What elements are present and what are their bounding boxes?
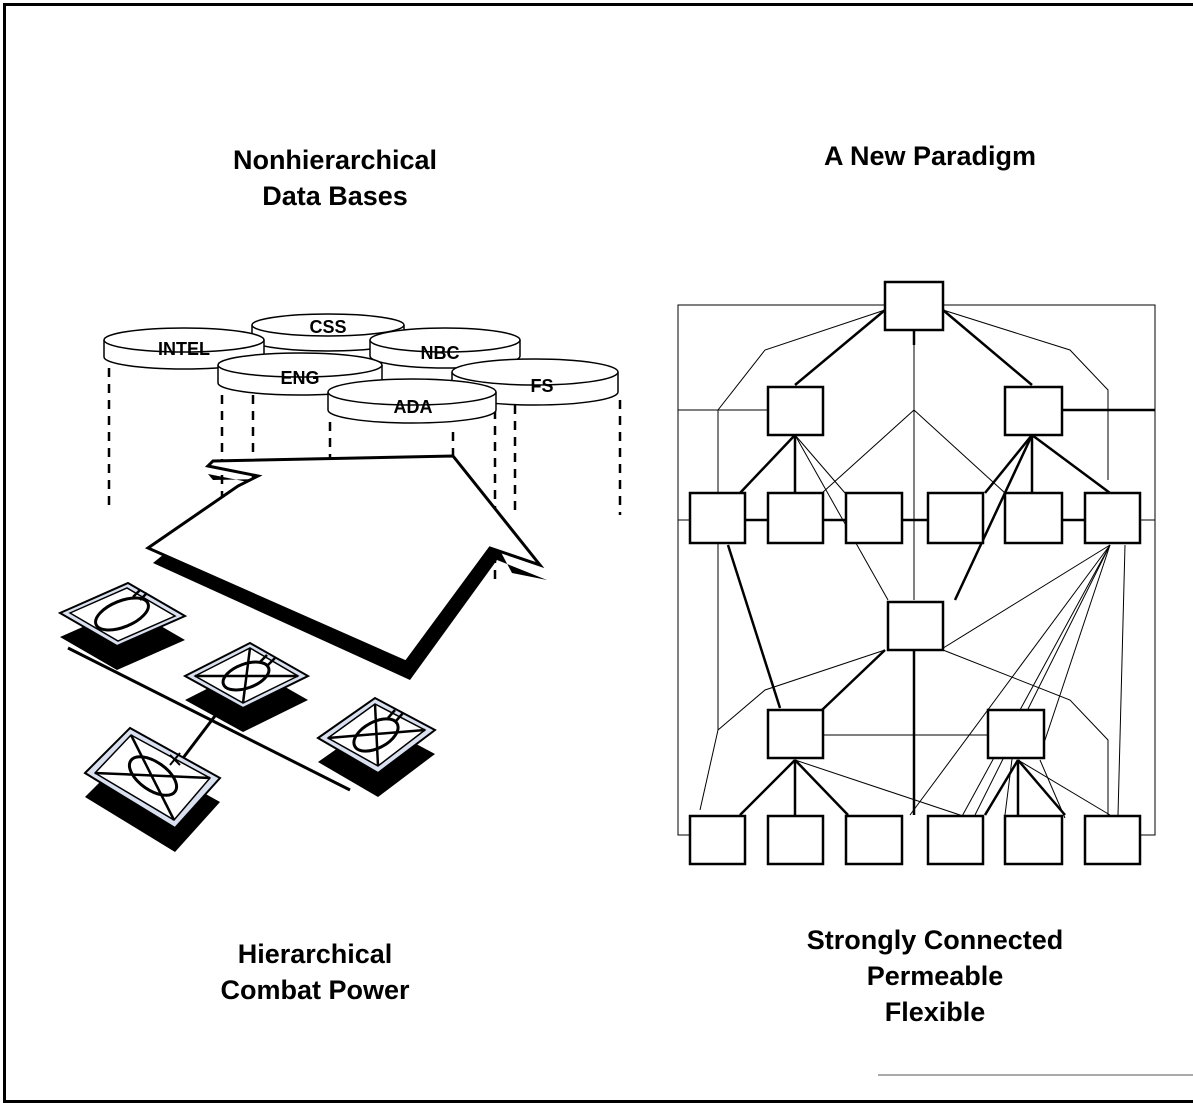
network-node — [1003, 491, 1064, 545]
network-node — [926, 814, 985, 866]
database-label: CSS — [309, 317, 346, 337]
network-node — [986, 708, 1046, 760]
title-line: Data Bases — [262, 181, 408, 211]
title-line: Strongly Connected — [806, 925, 1064, 955]
network-node — [688, 491, 747, 545]
title-hierarchical-combat-power: Hierarchical Combat Power — [160, 936, 470, 1008]
database-label: FS — [530, 376, 553, 396]
network-node — [1003, 814, 1064, 866]
title-line: Flexible — [884, 997, 986, 1027]
title-line: Nonhierarchical — [232, 145, 438, 175]
database-label: NBC — [421, 343, 460, 363]
title-new-paradigm: A New Paradigm — [823, 141, 1037, 171]
unit-right — [316, 696, 437, 797]
title-line: Permeable — [866, 961, 1004, 991]
network-node — [883, 280, 945, 332]
title-line: Combat Power — [220, 975, 410, 1005]
database-label: ENG — [280, 368, 319, 388]
unit-top-left — [57, 581, 188, 670]
unit-bottom-left — [83, 726, 222, 852]
network-node — [1083, 814, 1142, 866]
database-label: ADA — [394, 397, 433, 417]
network-node — [844, 814, 904, 866]
network-node — [926, 491, 985, 545]
network-node — [1083, 491, 1142, 545]
network-outer-lines — [677, 304, 1156, 836]
network-node — [766, 814, 825, 866]
database-label: INTEL — [158, 339, 210, 359]
network-node — [766, 385, 825, 437]
network-nodes — [688, 280, 1142, 866]
title-line: Hierarchical — [237, 939, 393, 969]
database-css: CSS — [251, 313, 405, 352]
network-node — [688, 814, 747, 866]
unit-middle — [182, 641, 311, 732]
network-node — [886, 600, 945, 652]
hierarchy-arrow — [144, 454, 547, 680]
title-nonhierarchical-data-bases: Nonhierarchical Data Bases — [160, 142, 510, 214]
database-ada: ADA — [327, 378, 497, 424]
database-nbc: NBC — [369, 327, 521, 369]
unit-connectors — [67, 646, 351, 792]
network-node — [844, 491, 904, 545]
network-node — [766, 491, 825, 545]
network-node — [766, 708, 825, 760]
network-cross-edges — [717, 409, 1126, 835]
network-node — [1003, 385, 1064, 437]
title-strongly-connected: Strongly Connected Permeable Flexible — [745, 922, 1125, 1030]
